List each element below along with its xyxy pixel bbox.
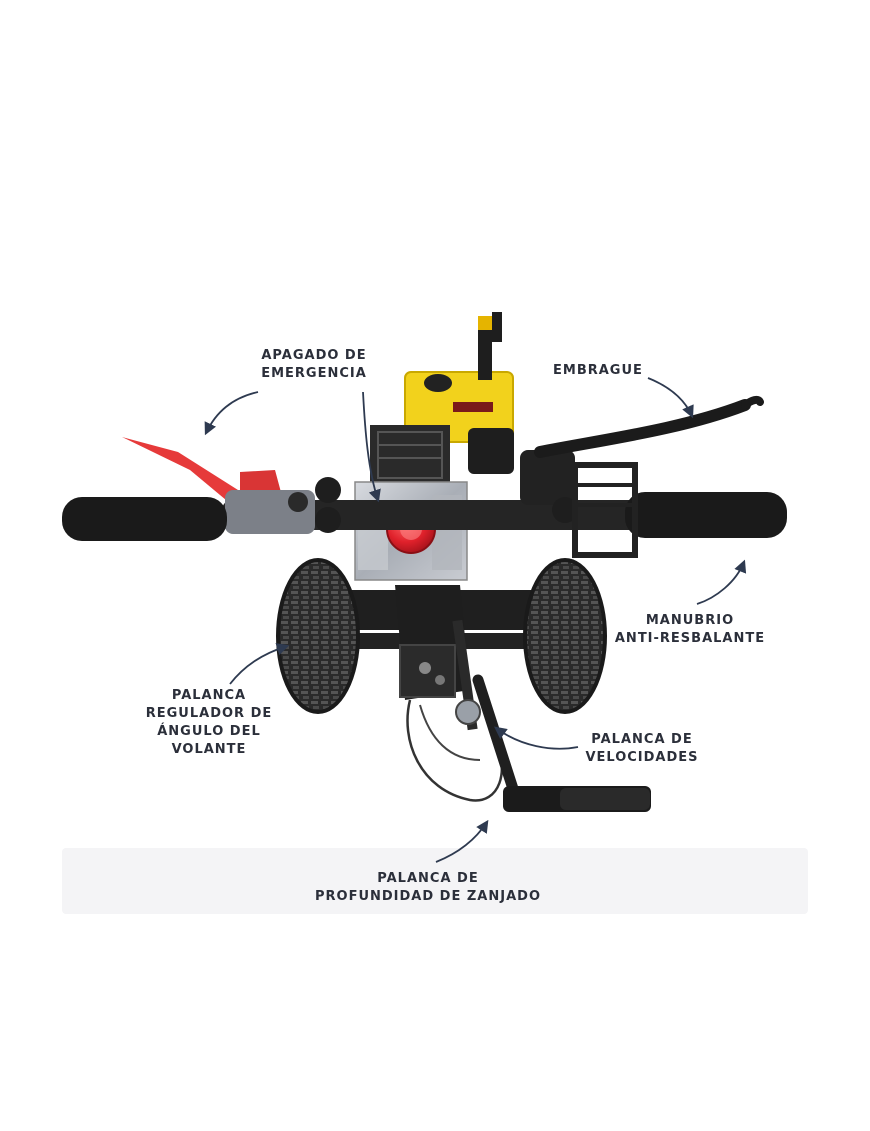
curved-arrow-icon (493, 726, 579, 750)
label-palanca-velocidades-line2: VELOCIDADES (585, 750, 699, 765)
curved-arrow-icon (229, 643, 290, 685)
curved-arrow-icon (696, 559, 747, 605)
label-palanca-profundidad-line2: PROFUNDIDAD DE ZANJADO (314, 889, 541, 904)
curved-arrow-icon (435, 819, 489, 863)
label-embrague-line1: EMBRAGUE (553, 363, 643, 378)
label-palanca-velocidades-line1: PALANCA DE (591, 732, 693, 747)
label-palanca-profundidad-line1: PALANCA DE (377, 871, 479, 886)
label-palanca-profundidad: PALANCA DE PROFUNDIDAD DE ZANJADO (300, 870, 556, 906)
right-grip (625, 492, 787, 538)
label-manubrio-line1: MANUBRIO (645, 613, 735, 628)
left-tire (276, 558, 360, 714)
label-palanca-angulo-line2: REGULADOR DE (145, 706, 273, 721)
floor-shadow (62, 848, 808, 914)
clutch-lever (534, 399, 751, 458)
label-palanca-angulo-line1: PALANCA (171, 688, 247, 703)
label-palanca-angulo-line4: VOLANTE (171, 742, 247, 757)
right-tire (523, 558, 607, 714)
label-embrague: EMBRAGUE (553, 362, 643, 380)
label-manubrio: MANUBRIO ANTI-RESBALANTE (605, 612, 775, 648)
left-grip (62, 497, 227, 541)
label-apagado-emergencia: APAGADO DE EMERGENCIA (256, 347, 372, 383)
label-manubrio-line2: ANTI-RESBALANTE (614, 631, 766, 646)
red-blade (122, 437, 238, 505)
curved-arrow-icon (362, 391, 381, 503)
curved-arrow-icon (204, 391, 259, 436)
label-palanca-angulo-line3: ÁNGULO DEL (157, 724, 261, 739)
label-apagado-line2: EMERGENCIA (261, 366, 367, 381)
curved-arrow-icon (647, 377, 694, 419)
label-palanca-angulo: PALANCA REGULADOR DE ÁNGULO DEL VOLANTE (140, 687, 278, 759)
label-apagado-line1: APAGADO DE (261, 348, 367, 363)
label-palanca-velocidades: PALANCA DE VELOCIDADES (582, 731, 702, 767)
